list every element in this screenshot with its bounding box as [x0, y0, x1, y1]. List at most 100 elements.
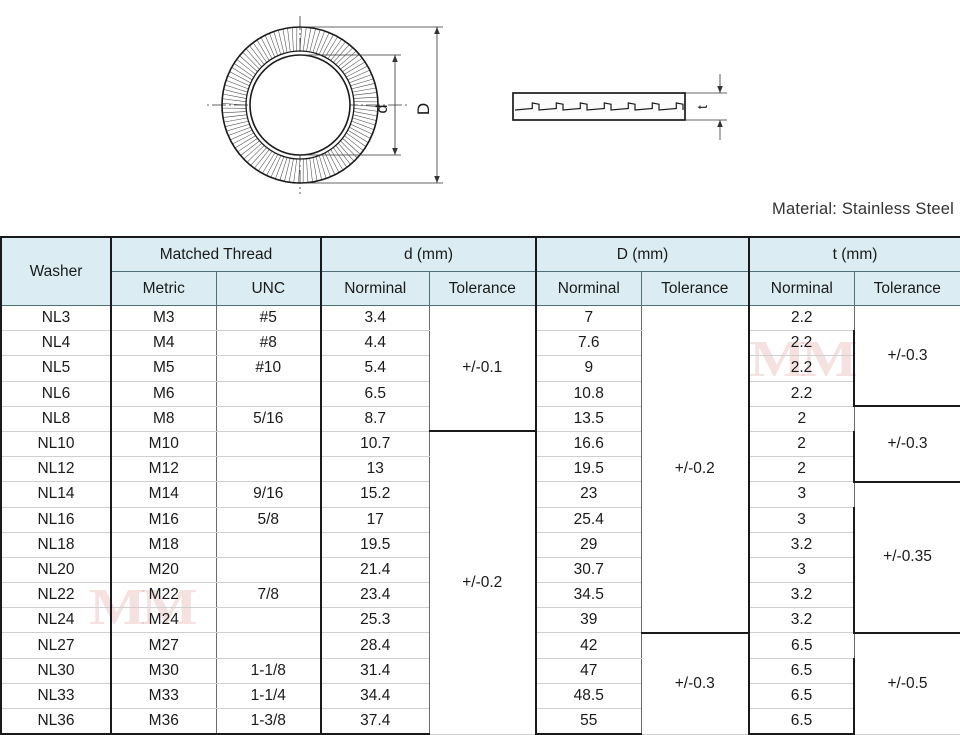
serrated-lock-washer-side-view: t	[495, 58, 745, 168]
cell-D-nominal: 39	[536, 608, 641, 633]
cell-metric: M16	[111, 507, 216, 532]
cell-D-nominal: 34.5	[536, 583, 641, 608]
header-D-nominal: Norminal	[536, 272, 641, 306]
technical-drawing-area: d D t	[0, 0, 960, 196]
cell-D-nominal: 13.5	[536, 406, 641, 431]
header-d-nominal: Norminal	[321, 272, 429, 306]
cell-d-nominal: 13	[321, 457, 429, 482]
t-arrow-top	[717, 86, 723, 93]
cell-d-nominal: 17	[321, 507, 429, 532]
cell-washer: NL5	[1, 356, 111, 381]
cell-d-tolerance: +/-0.1	[429, 306, 536, 432]
cell-D-nominal: 9	[536, 356, 641, 381]
cell-D-nominal: 47	[536, 658, 641, 683]
cell-unc: 5/16	[216, 406, 321, 431]
cell-d-nominal: 31.4	[321, 658, 429, 683]
cell-D-nominal: 30.7	[536, 557, 641, 582]
cell-t-nominal: 6.5	[749, 683, 854, 708]
cell-metric: M20	[111, 557, 216, 582]
cell-d-nominal: 10.7	[321, 431, 429, 456]
cell-metric: M3	[111, 306, 216, 331]
cell-unc: #5	[216, 306, 321, 331]
cell-t-nominal: 6.5	[749, 709, 854, 735]
header-t-tolerance: Tolerance	[854, 272, 960, 306]
cell-D-nominal: 19.5	[536, 457, 641, 482]
cell-t-nominal: 3	[749, 482, 854, 507]
header-washer: Washer	[1, 237, 111, 306]
header-d-mm: d (mm)	[321, 237, 536, 272]
D-arrow-top	[434, 27, 440, 34]
cell-unc	[216, 381, 321, 406]
cell-washer: NL24	[1, 608, 111, 633]
cell-metric: M18	[111, 532, 216, 557]
cell-t-nominal: 2	[749, 457, 854, 482]
cell-t-nominal: 6.5	[749, 633, 854, 658]
d-arrow-top	[392, 55, 398, 62]
cell-washer: NL8	[1, 406, 111, 431]
cell-washer: NL30	[1, 658, 111, 683]
header-matched-thread: Matched Thread	[111, 237, 321, 272]
cell-metric: M30	[111, 658, 216, 683]
cell-d-nominal: 3.4	[321, 306, 429, 331]
cell-D-nominal: 7	[536, 306, 641, 331]
cell-metric: M10	[111, 431, 216, 456]
header-unc: UNC	[216, 272, 321, 306]
cell-d-nominal: 19.5	[321, 532, 429, 557]
cell-t-nominal: 3	[749, 557, 854, 582]
cell-unc	[216, 457, 321, 482]
cell-metric: M5	[111, 356, 216, 381]
cell-D-nominal: 16.6	[536, 431, 641, 456]
cell-metric: M22	[111, 583, 216, 608]
t-arrow-bottom	[717, 120, 723, 127]
cell-t-nominal: 2	[749, 431, 854, 456]
cell-D-nominal: 7.6	[536, 331, 641, 356]
cell-t-nominal: 2.2	[749, 331, 854, 356]
cell-d-nominal: 6.5	[321, 381, 429, 406]
header-t-mm: t (mm)	[749, 237, 960, 272]
cell-washer: NL6	[1, 381, 111, 406]
cell-washer: NL4	[1, 331, 111, 356]
cell-washer: NL14	[1, 482, 111, 507]
cell-washer: NL33	[1, 683, 111, 708]
cell-metric: M14	[111, 482, 216, 507]
cell-washer: NL18	[1, 532, 111, 557]
cell-D-tolerance: +/-0.2	[641, 306, 749, 633]
cell-t-nominal: 2.2	[749, 356, 854, 381]
cell-unc: #10	[216, 356, 321, 381]
cell-unc: 5/8	[216, 507, 321, 532]
cell-unc: 9/16	[216, 482, 321, 507]
cell-metric: M4	[111, 331, 216, 356]
cell-unc	[216, 608, 321, 633]
D-dimension-label: D	[414, 103, 433, 115]
cell-D-nominal: 42	[536, 633, 641, 658]
cell-washer: NL36	[1, 709, 111, 735]
d-dimension-label: d	[374, 105, 391, 114]
D-arrow-bottom	[434, 176, 440, 183]
cell-D-nominal: 23	[536, 482, 641, 507]
cell-unc	[216, 633, 321, 658]
cell-unc: 7/8	[216, 583, 321, 608]
table-header: Washer Matched Thread d (mm) D (mm) t (m…	[1, 237, 960, 306]
header-t-nominal: Norminal	[749, 272, 854, 306]
cell-d-nominal: 5.4	[321, 356, 429, 381]
inner-bore-circle	[250, 55, 350, 155]
cell-metric: M8	[111, 406, 216, 431]
cell-t-tolerance: +/-0.35	[854, 482, 960, 633]
cell-t-nominal: 2.2	[749, 381, 854, 406]
header-metric: Metric	[111, 272, 216, 306]
specification-table: Washer Matched Thread d (mm) D (mm) t (m…	[0, 236, 960, 735]
cell-t-nominal: 2.2	[749, 306, 854, 331]
cell-d-nominal: 23.4	[321, 583, 429, 608]
cell-t-tolerance: +/-0.5	[854, 633, 960, 734]
cell-d-nominal: 34.4	[321, 683, 429, 708]
cell-metric: M24	[111, 608, 216, 633]
cell-unc: 1-1/4	[216, 683, 321, 708]
cell-unc: #8	[216, 331, 321, 356]
cell-t-tolerance: +/-0.3	[854, 306, 960, 407]
header-row-group: Washer Matched Thread d (mm) D (mm) t (m…	[1, 237, 960, 272]
cell-d-tolerance: +/-0.2	[429, 431, 536, 734]
cell-d-nominal: 15.2	[321, 482, 429, 507]
cell-D-nominal: 25.4	[536, 507, 641, 532]
